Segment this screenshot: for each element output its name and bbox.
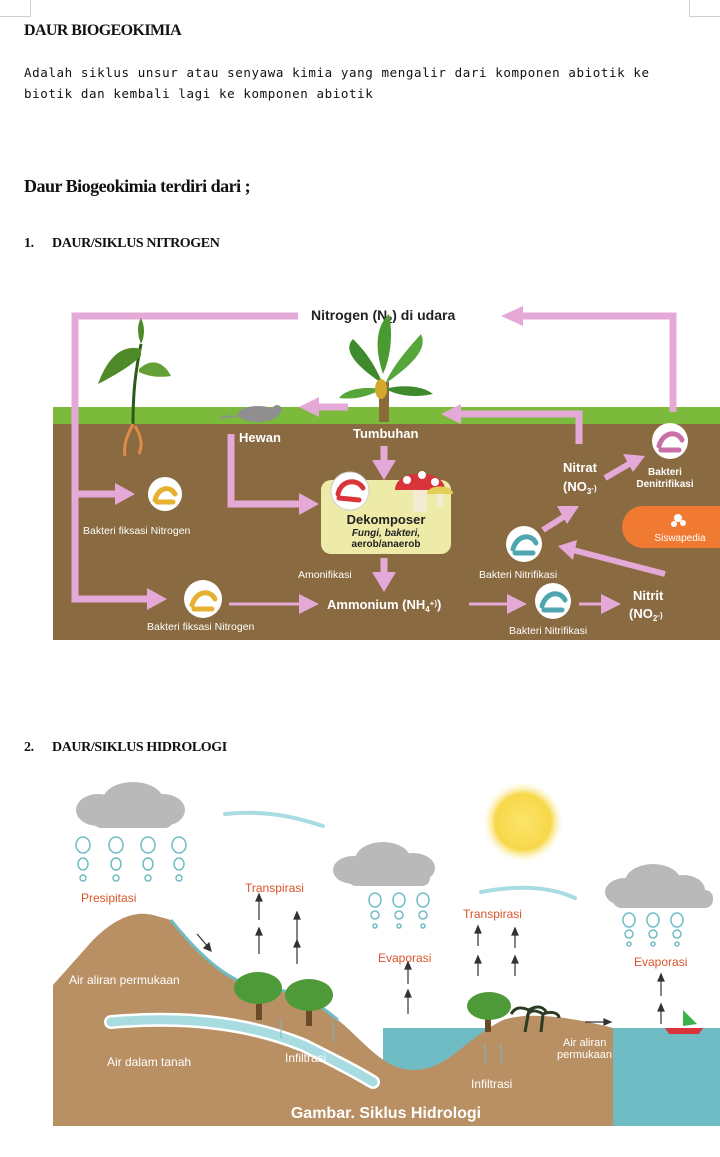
fiksasi-bacteria-lower-icon [184, 580, 222, 618]
banana-plant-illustration [339, 314, 433, 422]
hydrology-caption: Gambar. Siklus Hidrologi [291, 1105, 481, 1122]
hydrology-cycle-diagram: Transpirasi Presipitasi Transpirasi Evap… [53, 770, 720, 1126]
ground-terrain [53, 913, 613, 1126]
section-number: 2. [24, 740, 34, 755]
infiltrasi-label-left: Infiltrasi [285, 1051, 326, 1065]
evaporasi-label-center: Evaporasi [378, 951, 431, 965]
raindrops-left [75, 836, 187, 882]
nitrit-label: Nitrit [633, 588, 664, 603]
nitrogen-cycle-diagram: Nitrogen (N2) di udara Hewan Tumbuhan [53, 294, 720, 640]
tree-group-left-icon [234, 972, 333, 1026]
boat-icon [665, 1010, 703, 1034]
dekomposer-line1: Fungi, bakteri, [352, 528, 420, 539]
cloud-center-icon [333, 842, 435, 886]
young-plant-illustration [98, 318, 171, 457]
fiksasi-lower-label: Bakteri fiksasi Nitrogen [147, 621, 255, 633]
decomposer-bacteria-icon [330, 471, 370, 511]
denitrifikasi-label-2: Denitrifikasi [636, 479, 693, 490]
ammonium-label: Ammonium (NH4+)) [327, 597, 441, 614]
siswapedia-text: Siswapedia [654, 533, 706, 544]
nitrifikasi-bacteria-lower-icon [535, 583, 571, 619]
siswapedia-badge: Siswapedia [622, 506, 720, 548]
infiltrasi-label-right: Infiltrasi [471, 1077, 512, 1091]
wind-streaks [223, 810, 577, 900]
nitrit-formula: (NO2-) [629, 606, 663, 623]
section-heading-nitrogen: 1. DAUR/SIKLUS NITROGEN [24, 236, 220, 252]
mushroom-icon [395, 471, 453, 512]
nitrat-label: Nitrat [563, 460, 598, 475]
section-label: DAUR/SIKLUS NITROGEN [52, 236, 220, 251]
page-corner-left [0, 0, 31, 17]
definition-paragraph: Adalah siklus unsur atau senyawa kimia y… [24, 65, 650, 101]
evaporasi-label-right: Evaporasi [634, 955, 687, 969]
denitrifikasi-label-1: Bakteri [648, 467, 682, 478]
section-label: DAUR/SIKLUS HIDROLOGI [52, 740, 227, 755]
nitrogen-air-label: Nitrogen (N2) di udara [311, 307, 455, 325]
nitrifikasi-lower-label: Bakteri Nitrifikasi [509, 625, 587, 637]
raindrops-center [368, 892, 430, 929]
raindrops-right [622, 912, 684, 947]
hewan-label: Hewan [239, 430, 281, 445]
amonifikasi-label: Amonifikasi [298, 569, 352, 581]
cloud-right-icon [605, 864, 713, 908]
section-number: 1. [24, 236, 34, 251]
nitrat-formula: (NO3-) [563, 479, 597, 496]
sun-icon [483, 782, 563, 862]
air-aliran-permukaan-label: Air aliran permukaan [69, 973, 180, 987]
fiksasi-upper-label: Bakteri fiksasi Nitrogen [83, 525, 191, 537]
tumbuhan-label: Tumbuhan [353, 426, 419, 441]
transpirasi-label-left: Transpirasi [245, 881, 304, 895]
groundwater-stream [106, 1015, 378, 1087]
infiltration-arrows [280, 1018, 502, 1064]
evapotranspirasi-label: Evapotranspirasi [525, 979, 614, 993]
evaporation-arrows [196, 892, 665, 1026]
air-aliran-label-a: Air aliran [563, 1037, 606, 1049]
presipitasi-label: Presipitasi [81, 891, 136, 905]
denitrifikasi-bacteria-icon [652, 423, 688, 459]
page-corner-right [689, 0, 720, 17]
section-heading-hidrologi: 2. DAUR/SIKLUS HIDROLOGI [24, 740, 227, 756]
nitrogen-air-loop-arrows [71, 312, 677, 603]
subheading: Daur Biogeokimia terdiri dari ; [24, 176, 251, 196]
mouse-illustration [220, 405, 282, 422]
cloud-left-icon [76, 782, 185, 828]
nitrifikasi-bacteria-upper-icon [506, 526, 542, 562]
fiksasi-bacteria-upper-icon [148, 477, 182, 511]
document-title: DAUR BIOGEOKIMIA [24, 22, 182, 39]
tree-group-right-icon [467, 992, 561, 1033]
transpirasi-label-right: Transpirasi [463, 907, 522, 921]
air-aliran-label-b: permukaan [557, 1049, 612, 1061]
air-dalam-tanah-label: Air dalam tanah [107, 1055, 191, 1069]
nitrifikasi-upper-label: Bakteri Nitrifikasi [479, 569, 557, 581]
dekomposer-title: Dekomposer [347, 512, 426, 527]
dekomposer-line2: aerob/anaerob [352, 539, 421, 550]
